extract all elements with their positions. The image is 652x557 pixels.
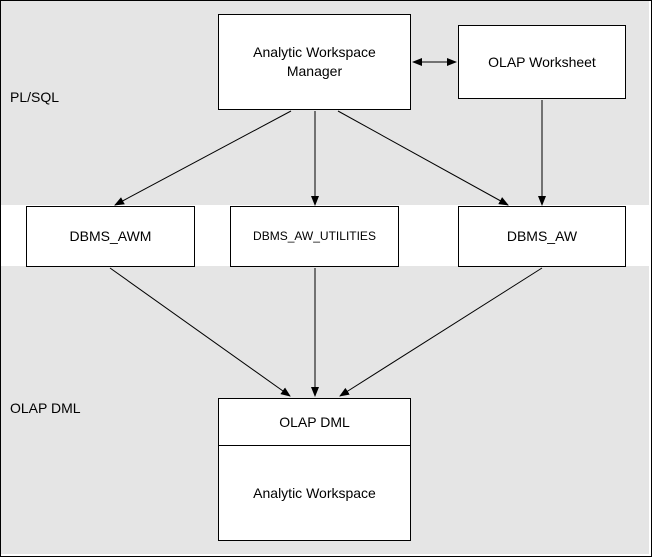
olap-worksheet-box: OLAP Worksheet <box>458 25 626 99</box>
awm-to-dbms-aw-arrow <box>337 110 509 206</box>
analytic-workspace-label: Analytic Workspace <box>253 485 376 501</box>
olap-dml-label: OLAP DML <box>279 414 350 430</box>
olap-dml-section: OLAP DML <box>219 399 410 446</box>
analytic-workspace-manager-label: Analytic Workspace Manager <box>253 44 376 79</box>
olap-worksheet-label: OLAP Worksheet <box>488 53 596 70</box>
dbms-aw-utilities-box: DBMS_AW_UTILITIES <box>230 206 399 267</box>
plsql-layer-label: PL/SQL <box>10 89 60 105</box>
analytic-workspace-manager-box: Analytic Workspace Manager <box>218 14 411 110</box>
dbms-aw-box: DBMS_AW <box>458 206 626 267</box>
dbms-awm-to-olap-dml-arrow <box>109 267 291 397</box>
dbms-awm-label: DBMS_AWM <box>69 228 152 244</box>
dbms-awm-box: DBMS_AWM <box>26 206 195 267</box>
dbms-aw-label: DBMS_AW <box>506 228 578 244</box>
olap-dml-analytic-workspace-box: OLAP DML Analytic Workspace <box>218 398 411 541</box>
dbms-aw-to-olap-dml-arrow <box>339 267 543 397</box>
dbms-aw-utilities-label: DBMS_AW_UTILITIES <box>253 229 376 243</box>
analytic-workspace-section: Analytic Workspace <box>219 446 410 540</box>
awm-to-dbms-awm-arrow <box>114 110 292 206</box>
olap-dml-layer-label: OLAP DML <box>10 400 81 416</box>
